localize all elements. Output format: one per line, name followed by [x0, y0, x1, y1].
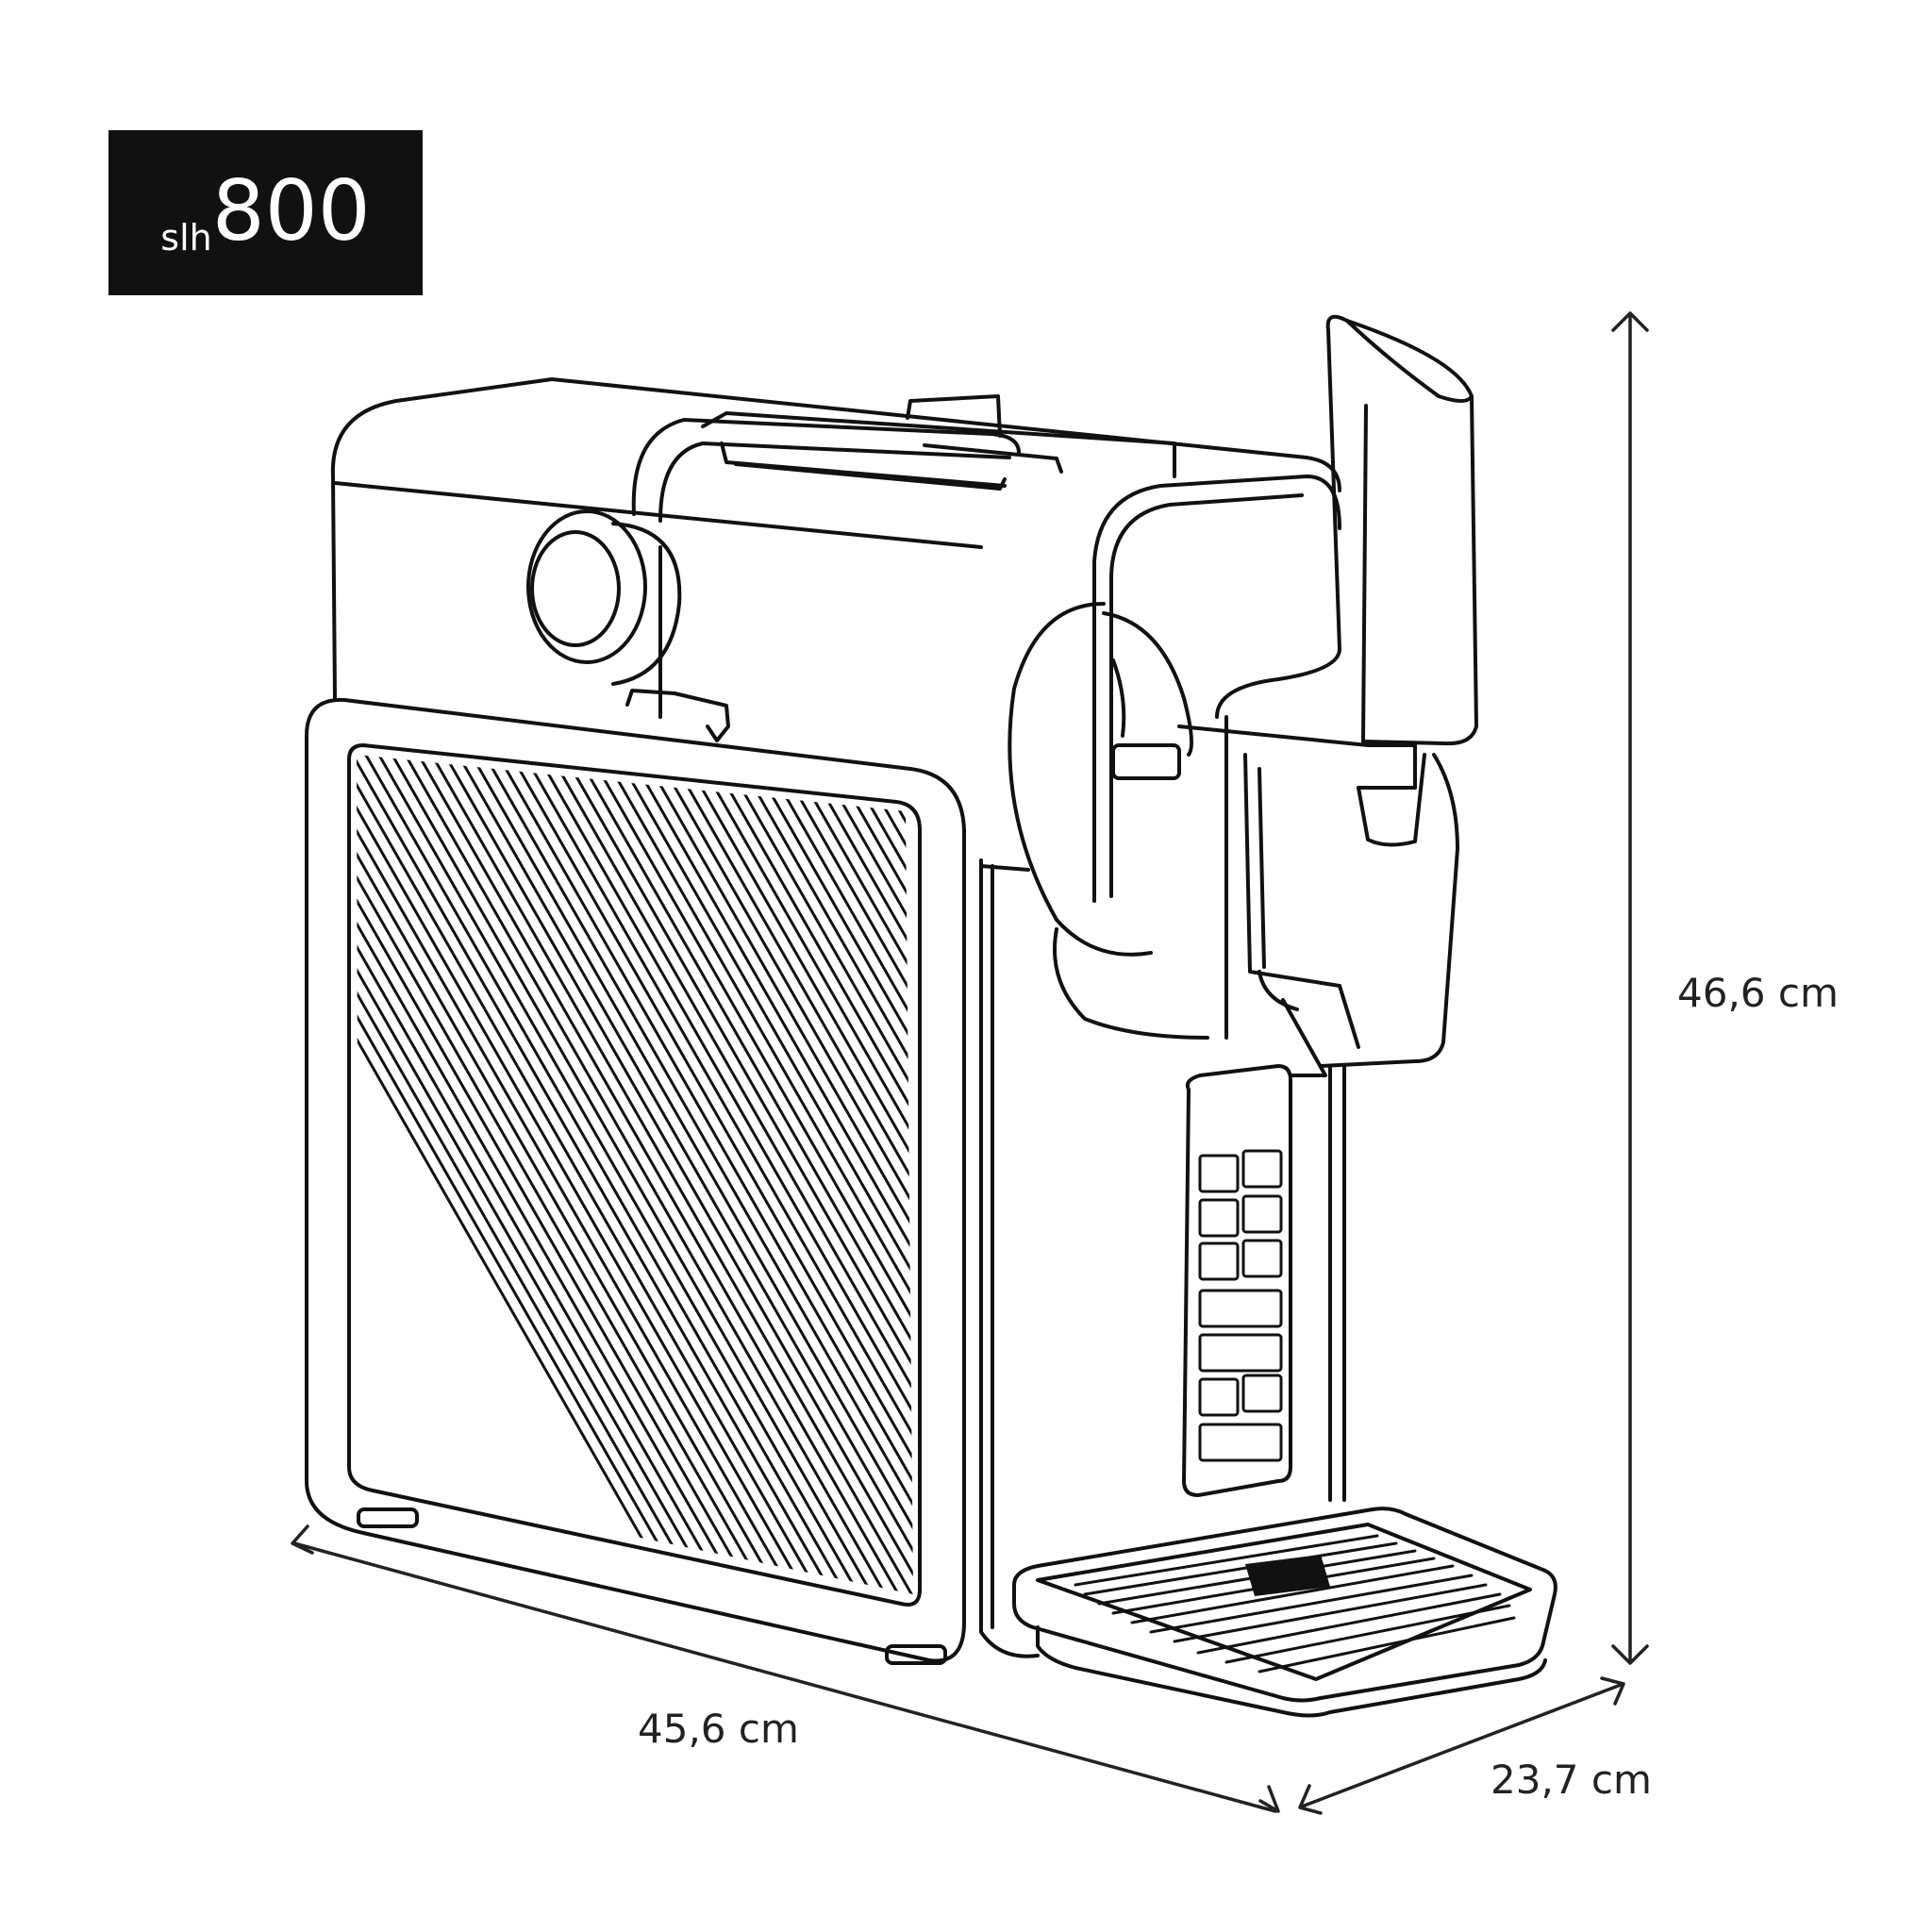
stripe-line — [728, 755, 913, 1594]
stripe-line — [543, 755, 913, 1594]
keypad-panel — [1182, 1064, 1292, 1497]
stripe-line — [994, 745, 1485, 1604]
stripe-line — [357, 755, 708, 1594]
height-dimension-line — [1611, 311, 1649, 1665]
stripe-line — [357, 755, 800, 1594]
stripe-line — [357, 755, 747, 1594]
stripe-line — [557, 755, 913, 1594]
depth-label: 23,7 cm — [1491, 1757, 1652, 1803]
stripe-line — [609, 755, 913, 1594]
stripe-line — [781, 755, 913, 1594]
model-badge: slh 800 — [108, 130, 423, 295]
dispense-handle — [1215, 314, 1478, 746]
stripe-line — [623, 755, 913, 1594]
stripe-line — [357, 755, 774, 1594]
keypad-button-grid — [1198, 1149, 1283, 1462]
stripe-line — [372, 755, 866, 1594]
stripe-line — [530, 755, 913, 1594]
model-prefix: slh — [160, 217, 212, 258]
width-dimension-line — [291, 1524, 1280, 1813]
stripe-line — [357, 755, 787, 1594]
drip-tray — [1012, 1507, 1557, 1718]
product-bowl — [1008, 475, 1341, 1040]
stripe-line — [477, 755, 913, 1594]
width-label: 45,6 cm — [638, 1706, 799, 1752]
stripe-line — [357, 755, 734, 1594]
tank-lid — [631, 394, 1176, 523]
stripe-line — [398, 755, 892, 1594]
stripe-line — [715, 755, 913, 1594]
stripe-line — [968, 745, 1458, 1604]
control-knob — [526, 509, 682, 686]
stripe-line — [900, 755, 913, 1594]
stripe-line — [357, 755, 813, 1594]
height-label: 46,6 cm — [1677, 970, 1839, 1016]
stripe-line — [451, 755, 913, 1594]
stripe-line — [741, 755, 913, 1594]
stripe-line — [583, 755, 913, 1594]
stripe-line — [357, 755, 681, 1594]
stripe-line — [821, 755, 913, 1594]
model-number: 800 — [211, 162, 371, 259]
stripe-line — [570, 755, 913, 1594]
front-panel-stripes — [357, 745, 1498, 1604]
stripe-line — [425, 755, 913, 1594]
stripe-line — [438, 755, 913, 1594]
stripe-line — [794, 755, 913, 1594]
stripe-line — [649, 755, 913, 1594]
stripe-line — [491, 755, 913, 1594]
stripe-line — [411, 755, 906, 1594]
stripe-line — [357, 755, 694, 1594]
stripe-line — [504, 755, 913, 1594]
depth-dimension-line — [1298, 1676, 1625, 1815]
stripe-line — [357, 755, 826, 1594]
stripe-line — [385, 755, 879, 1594]
stripe-line — [358, 755, 853, 1594]
stripe-line — [464, 755, 913, 1594]
stripe-line — [517, 755, 913, 1594]
drip-grate — [1074, 1534, 1516, 1674]
stripe-line — [689, 755, 913, 1594]
stripe-line — [357, 755, 760, 1594]
stripe-line — [1008, 745, 1498, 1604]
stripe-line — [596, 755, 913, 1594]
stripe-line — [755, 755, 913, 1594]
stripe-line — [357, 755, 840, 1594]
stripe-line — [702, 755, 913, 1594]
stripe-line — [860, 755, 913, 1594]
stripe-line — [636, 755, 913, 1594]
front-panel — [305, 545, 966, 1665]
stripe-line — [768, 755, 913, 1594]
spout-assembly — [1111, 715, 1459, 1502]
stripe-line — [357, 755, 721, 1594]
stripe-line — [675, 755, 913, 1594]
stripe-line — [808, 755, 913, 1594]
